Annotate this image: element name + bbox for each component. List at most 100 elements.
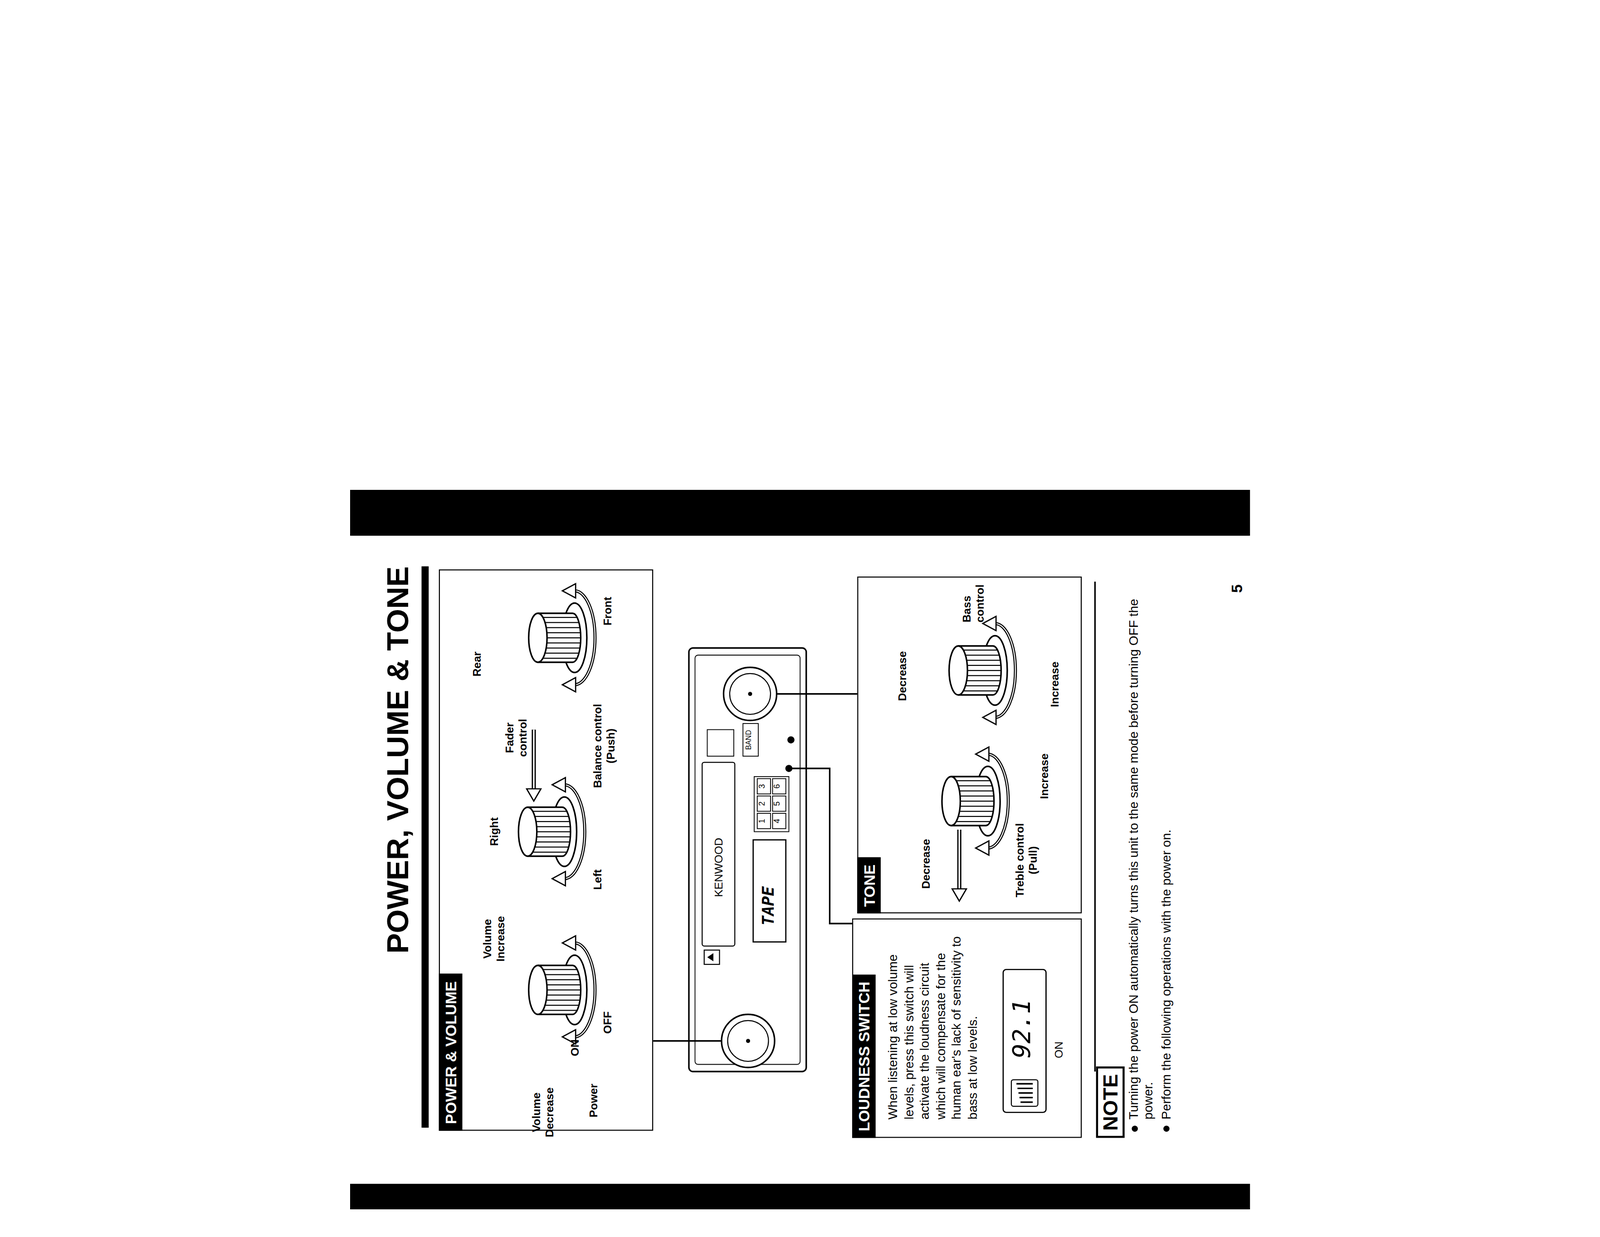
knob-face: [949, 645, 968, 695]
button-label: BAND: [745, 723, 754, 757]
radio-unit-inner: [695, 654, 801, 1064]
rotation-arrow: [995, 623, 1016, 718]
section-panel: TONE: [857, 576, 1082, 914]
arrow-head: [562, 583, 576, 599]
knob-label: Fader control: [503, 711, 530, 765]
knob-ridge: [542, 968, 577, 970]
knob-ridge: [967, 674, 1001, 676]
cassette-slot: [702, 762, 735, 947]
knob-label: Power: [586, 1083, 600, 1118]
knob-ridge: [960, 795, 994, 797]
knob-ridge: [959, 810, 994, 812]
eject-button: [704, 950, 720, 965]
rotation-arrow-core: [564, 784, 586, 879]
knob-ridge: [956, 820, 991, 822]
knob-label: Increase: [1048, 661, 1061, 708]
knob-ridge: [960, 805, 994, 807]
knob-label: Bass control: [960, 577, 987, 623]
scan-bar: [350, 489, 1251, 536]
knob-illustration: [941, 746, 1009, 856]
knob-ridge: [967, 664, 1001, 666]
knob-face: [941, 776, 961, 826]
knob-label: Left: [590, 868, 604, 890]
arrow-head: [975, 840, 989, 856]
section-heading: NOTE: [1097, 1068, 1123, 1136]
knob-ridge: [967, 669, 1001, 671]
knob-ridge: [546, 642, 581, 644]
radio-knob-dot: [748, 691, 753, 696]
knob-ridge: [960, 800, 995, 802]
knob-label: Balance control (Push): [590, 692, 617, 800]
arrow-head: [975, 746, 989, 762]
knob-label: Volume Increase: [480, 907, 507, 971]
manual-page: POWER, VOLUME & TONE POWER & VOLUME LOUDNE…: [350, 489, 1251, 1210]
radio-button: [707, 729, 735, 757]
section-body: When listening at low volume levels, pre…: [885, 933, 981, 1120]
preset-number: 1: [757, 813, 767, 829]
arrow-head: [562, 677, 576, 693]
radio-knob: [721, 1014, 775, 1068]
knob-ridge: [536, 825, 571, 827]
knob-ridge: [542, 657, 577, 659]
loudness-icon: [1011, 1079, 1039, 1107]
loudness-icon-bar: [1020, 1101, 1033, 1103]
preset-button: [757, 778, 771, 795]
knob-ridge: [959, 790, 994, 791]
note-rule: [1094, 581, 1096, 1072]
knob-illustration: [518, 777, 585, 886]
display-text: TAPE: [759, 886, 778, 926]
title-rule: [421, 566, 430, 1128]
knob-label: Increase: [1038, 753, 1051, 799]
knob-ridge: [546, 647, 580, 649]
display-window: [753, 839, 786, 942]
knob-ridge: [545, 652, 580, 654]
radio-unit: [688, 648, 807, 1072]
radio-knob-dot: [746, 1038, 751, 1043]
knob-label: Decrease: [896, 650, 909, 701]
note-box: NOTE: [1096, 1066, 1125, 1138]
knob-ridge: [545, 621, 580, 623]
radio-knob-cap: [729, 673, 771, 715]
page-title: POWER, VOLUME & TONE: [380, 566, 417, 954]
scan-bar: [350, 1183, 1251, 1210]
knob-label: OFF: [601, 1011, 615, 1035]
bullet: [1131, 1125, 1139, 1132]
arrow-head: [952, 888, 967, 902]
push-arrow: [531, 729, 537, 791]
preset-number: 4: [772, 813, 783, 829]
knob-ridge: [966, 679, 1000, 681]
leader-line: [653, 1039, 722, 1042]
preset-number: 5: [772, 795, 783, 812]
knob-ridge: [546, 984, 581, 986]
arrow-head: [562, 935, 576, 951]
radio-knob-cap: [727, 1020, 769, 1062]
knob-label: Front: [601, 596, 615, 626]
page-number: 5: [1227, 584, 1246, 593]
knob-ridge: [546, 989, 581, 991]
knob-ridge: [546, 637, 581, 639]
rotation-arrow: [574, 942, 596, 1037]
preset-button: [772, 778, 786, 795]
arrow-head: [982, 710, 996, 725]
knob-label: Treble control (Pull): [1013, 809, 1040, 912]
preset-number: 6: [772, 778, 783, 795]
loudness-icon-bar: [1017, 1087, 1034, 1089]
loudness-icon-bar: [1018, 1092, 1034, 1094]
knob-illustration: [528, 583, 596, 693]
push-arrow-core: [532, 729, 535, 791]
band-button: [742, 723, 759, 757]
knob-ridge: [542, 616, 577, 618]
arrow-head: [526, 788, 542, 801]
preset-button: [757, 795, 771, 812]
knob-ridge: [536, 841, 570, 843]
section-heading: LOUDNESS SWITCH: [851, 974, 876, 1139]
preset-number: 3: [757, 778, 767, 795]
leader-line: [789, 768, 853, 924]
section-heading: POWER & VOLUME: [438, 973, 463, 1132]
knob-ridge: [546, 994, 581, 996]
preset-number: 2: [757, 795, 767, 812]
knob-ridge: [536, 820, 570, 822]
knob-ridge: [536, 836, 571, 838]
preset-panel: [754, 776, 790, 832]
rotation-arrow-core: [995, 623, 1016, 718]
